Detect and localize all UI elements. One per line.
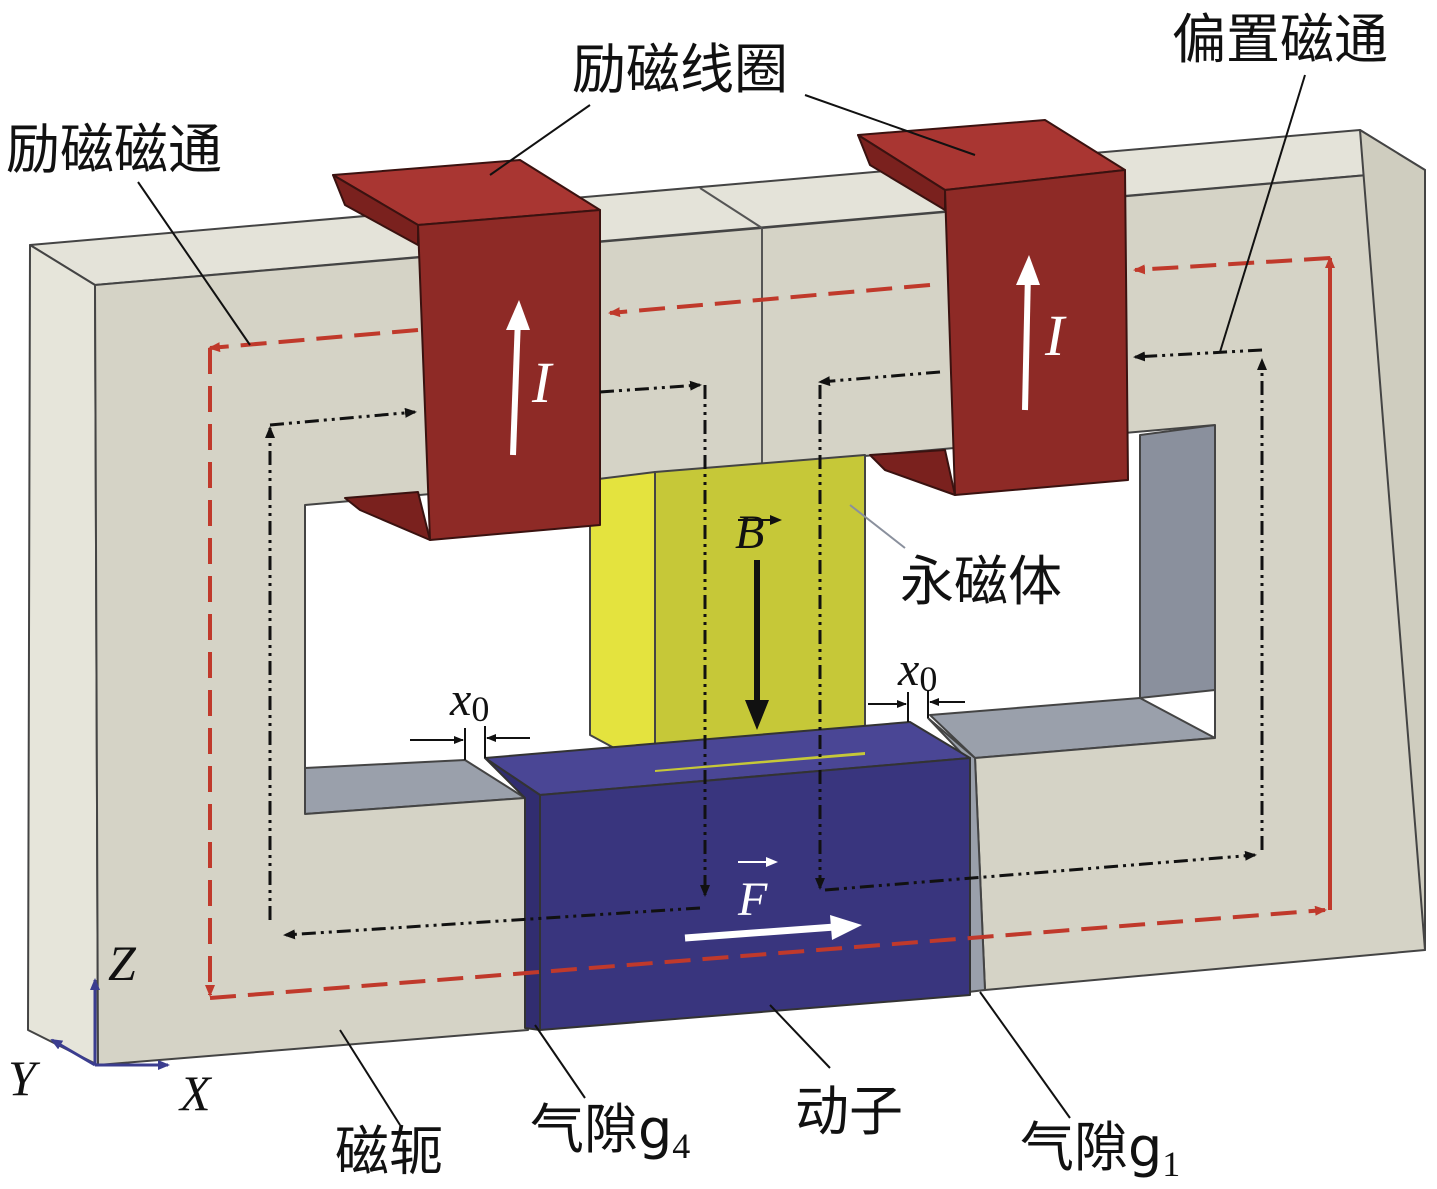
coordinate-axes	[50, 978, 170, 1070]
leader-yoke	[339, 1029, 401, 1126]
axis-label-y: Y	[8, 1050, 41, 1106]
leader-mover	[769, 1004, 831, 1069]
axis-label-z: Z	[108, 935, 137, 991]
leader-permanent-magnet	[849, 504, 906, 549]
excitation-flux-path	[205, 256, 1335, 1000]
current-arrow-left	[510, 317, 521, 456]
permanent-magnet	[589, 454, 866, 771]
bias-flux-path	[265, 348, 1267, 940]
label-air-gap-g4: 气隙g4	[530, 1098, 690, 1166]
leader-air-gap-g1	[979, 991, 1071, 1119]
force-arrow	[684, 857, 862, 942]
label-bias-flux: 偏置磁通	[1172, 8, 1388, 71]
flux-density-arrow	[738, 515, 782, 730]
yoke-right-end	[1359, 129, 1426, 951]
leader-bias-flux	[1219, 74, 1306, 353]
symbol-gap-right: x0	[897, 643, 937, 699]
leader-lines	[137, 74, 1306, 1126]
label-permanent-magnet: 永磁体	[900, 550, 1062, 613]
leader-air-gap-g4	[534, 1024, 586, 1099]
coil-right-front	[944, 169, 1129, 496]
leader-excitation-coil-right	[804, 94, 976, 156]
symbol-current-left: I	[531, 350, 554, 415]
symbol-field-B: B	[735, 506, 764, 559]
label-air-gap-g1: 气隙g1	[1020, 1116, 1180, 1184]
yoke-left-side-face	[27, 244, 99, 1066]
gap-dimension-left	[410, 726, 530, 760]
label-excitation-coil: 励磁线圈	[572, 38, 788, 101]
coil-right-bottom-flange	[869, 449, 956, 496]
leader-excitation-flux	[137, 181, 251, 346]
leader-excitation-coil-left	[489, 104, 591, 176]
symbol-force-F: F	[737, 873, 768, 926]
coil-left-bottom-flange	[344, 491, 431, 541]
gap-dimension-right	[868, 690, 965, 722]
label-mover: 动子	[795, 1080, 903, 1143]
coil-left-front	[417, 209, 601, 541]
current-arrows	[506, 255, 1040, 456]
current-arrow-right	[1022, 271, 1031, 411]
label-yoke: 磁轭	[335, 1120, 443, 1183]
yoke-right-window-inner-side	[1139, 424, 1216, 699]
symbol-gap-left: x0	[449, 673, 489, 729]
axis-label-x: X	[178, 1065, 213, 1121]
label-excitation-flux: 励磁磁通	[6, 118, 222, 181]
mover-side-face	[484, 757, 541, 1031]
coil-left	[332, 159, 601, 541]
symbol-current-right: I	[1044, 303, 1067, 368]
mover	[484, 721, 971, 1031]
